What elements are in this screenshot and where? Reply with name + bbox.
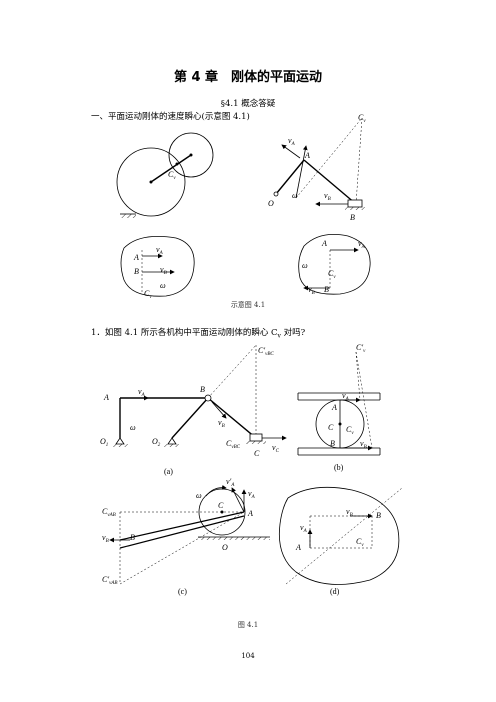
figure-caption: 图 4.1 [237,621,259,629]
chapter-title: 第 4 章 刚体的平面运动 [173,70,323,85]
schematic-crank-slider: Cv vA A vB O ω B [268,113,366,222]
subfig-label-d: (d) [330,587,340,596]
svg-text:vB: vB [360,439,367,450]
subfig-label-c: (c) [178,587,187,596]
svg-text:vA: vA [288,136,296,147]
svg-text:vB: vB [346,507,353,518]
svg-text:vA: vA [300,523,308,534]
subfig-label-a: (a) [164,467,173,476]
figure-c: CvAB vB B C′vAB ω v′A vA C A O (c) [102,477,270,596]
question-tail: 对吗? [280,328,306,338]
svg-text:B: B [130,533,135,542]
svg-text:O: O [268,199,274,208]
svg-text:B: B [376,511,381,520]
page-number: 104 [241,652,255,660]
svg-text:O: O [222,543,228,552]
svg-text:vA: vA [138,387,146,398]
svg-text:A: A [304,151,310,160]
svg-text:Cv: Cv [356,537,364,548]
svg-text:Cv: Cv [144,289,152,300]
subsection-heading: 一、平面运动刚体的速度瞬心(示意图 4.1) [91,112,250,122]
figure-b: C′v vA A C Cv B vB (b) [297,343,381,472]
svg-text:ω: ω [196,491,202,500]
svg-text:C: C [218,501,224,510]
svg-text:A: A [295,543,301,552]
svg-text:vB: vB [160,265,167,276]
svg-text:vB: vB [308,285,315,296]
svg-text:Cv: Cv [358,113,366,124]
schematic-blob-left: vA A B vB Cv ω [120,235,195,300]
svg-text:Cv: Cv [328,269,336,280]
svg-text:A: A [331,403,337,412]
svg-text:C′vAB: C′vAB [102,575,117,586]
svg-text:ω: ω [160,281,166,290]
schematic-caption: 示意图 4.1 [230,301,266,309]
svg-text:B: B [350,213,355,222]
svg-text:vB: vB [218,418,225,429]
svg-text:CvAB: CvAB [102,507,116,518]
svg-text:vA: vA [342,391,350,402]
svg-text:vA: vA [358,239,366,250]
question-subscript: v [277,332,281,340]
svg-text:Cv: Cv [346,425,354,436]
svg-text:Cv: Cv [168,170,176,181]
svg-text:C: C [254,449,260,458]
question-main: 1．如图 4.1 所示各机构中平面运动刚体的瞬心 C [91,328,278,338]
svg-text:C′v: C′v [356,343,366,354]
question-text: 1．如图 4.1 所示各机构中平面运动刚体的瞬心 Cv 对吗? [91,326,305,340]
svg-text:C: C [328,423,334,432]
subfig-label-b: (b) [334,463,344,472]
svg-text:B: B [134,267,139,276]
svg-text:vC: vC [272,443,280,454]
svg-text:A: A [103,393,109,402]
svg-text:v′A: v′A [226,477,235,488]
svg-text:A: A [247,509,253,518]
svg-text:vB: vB [102,533,109,544]
svg-text:C′vBC: C′vBC [258,346,274,357]
figure-d: vA A vB B Cv (d) [278,486,403,596]
section-title: §4.1 概念答疑 [220,99,276,109]
svg-text:vA: vA [248,489,256,500]
svg-text:vB: vB [324,191,331,202]
svg-text:O2: O2 [152,437,161,448]
svg-text:CvBC: CvBC [226,439,241,450]
schematic-blob-right: A vA ω Cv vB B [298,233,371,296]
svg-text:A: A [321,239,327,248]
figure-a: A vA B ω O1 O2 vB C′vBC CvBC C vC (a) [100,344,287,476]
svg-text:B: B [200,385,205,394]
svg-text:ω: ω [302,261,308,270]
svg-text:B: B [330,439,335,448]
svg-text:vA: vA [156,245,164,256]
svg-text:ω: ω [292,191,298,200]
svg-text:A: A [133,253,139,262]
svg-text:O1: O1 [100,437,108,448]
svg-text:B: B [324,285,329,294]
svg-text:ω: ω [130,423,136,432]
schematic-gears: Cv [116,132,214,218]
